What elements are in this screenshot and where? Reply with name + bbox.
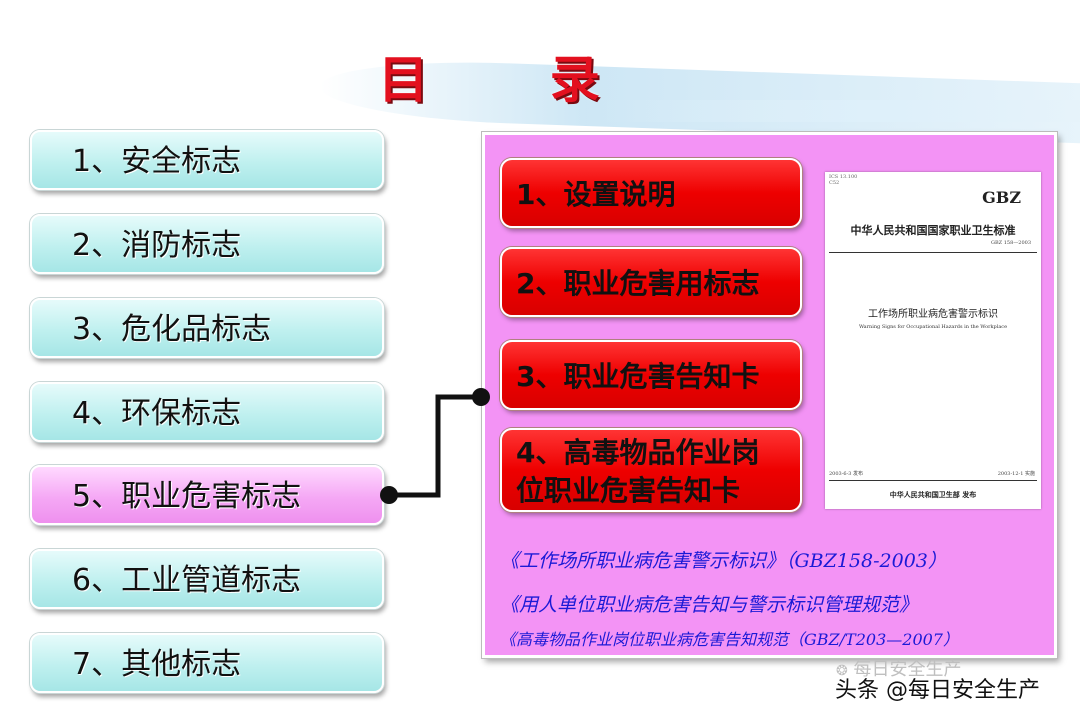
document-impl-date: 2003-12-1 实施 — [997, 471, 1035, 477]
submenu-item-label-line1: 4、高毒物品作业岗 — [516, 436, 760, 469]
menu-item-environmental-signs[interactable]: 4、环保标志 — [30, 382, 384, 442]
submenu-item-toxic-post-notice-card[interactable]: 4、高毒物品作业岗 位职业危害告知卡 — [500, 428, 802, 512]
submenu-item-hazard-signs[interactable]: 2、职业危害用标志 — [500, 247, 802, 317]
submenu-item-label: 3、职业危害告知卡 — [516, 360, 760, 393]
menu-item-label: 5、职业危害标志 — [72, 479, 302, 514]
menu-item-hazchem-signs[interactable]: 3、危化品标志 — [30, 298, 384, 358]
submenu-item-label: 2、职业危害用标志 — [516, 267, 760, 300]
header-swoosh-decoration-2 — [600, 100, 1080, 122]
faint-watermark: ❂ 每日安全生产 — [836, 659, 962, 680]
document-org: 中华人民共和国国家职业卫生标准 — [850, 224, 1016, 237]
menu-item-label: 1、安全标志 — [72, 144, 242, 179]
wechat-icon: ❂ — [836, 663, 848, 679]
submenu-item-setup-instructions[interactable]: 1、设置说明 — [500, 158, 802, 228]
submenu-item-label: 1、设置说明 — [516, 178, 676, 211]
menu-item-label: 4、环保标志 — [72, 396, 242, 431]
menu-item-label: 6、工业管道标志 — [72, 563, 302, 598]
document-divider — [829, 252, 1037, 253]
submenu-item-label-line2: 位职业危害告知卡 — [516, 474, 741, 507]
document-number: GBZ 158—2003 — [991, 240, 1031, 246]
menu-item-pipeline-signs[interactable]: 6、工业管道标志 — [30, 549, 384, 609]
reference-1: 《工作场所职业病危害警示标识》（GBZ158-2003） — [500, 550, 947, 572]
source-watermark: 头条 @每日安全生产 — [835, 678, 1040, 703]
connector-start-dot — [380, 486, 398, 504]
menu-item-label: 3、危化品标志 — [72, 312, 272, 347]
document-english-title: Warning Signs for Occupational Hazards i… — [858, 324, 1008, 330]
menu-item-occupational-hazard-signs[interactable]: 5、职业危害标志 — [30, 465, 384, 525]
submenu-item-hazard-notice-card[interactable]: 3、职业危害告知卡 — [500, 340, 802, 410]
connector-end-dot — [472, 388, 490, 406]
menu-item-fire-signs[interactable]: 2、消防标志 — [30, 214, 384, 274]
menu-item-label: 2、消防标志 — [72, 228, 242, 263]
page-title: 目 录 — [378, 51, 652, 109]
reference-2: 《用人单位职业病危害告知与警示标识管理规范》 — [500, 594, 919, 616]
document-issue-date: 2003-6-3 发布 — [829, 471, 864, 477]
document-title: 工作场所职业病危害警示标识 — [868, 309, 998, 320]
menu-item-label: 7、其他标志 — [72, 647, 242, 682]
connector-path — [389, 394, 481, 498]
document-divider — [829, 480, 1037, 481]
document-gbz-mark: GBZ — [982, 188, 1021, 207]
reference-3: 《高毒物品作业岗位职业病危害告知规范（GBZ/T203—2007） — [500, 630, 959, 649]
menu-item-safety-signs[interactable]: 1、安全标志 — [30, 130, 384, 190]
menu-item-other-signs[interactable]: 7、其他标志 — [30, 633, 384, 693]
document-issuer: 中华人民共和国卫生部 发布 — [889, 490, 977, 499]
